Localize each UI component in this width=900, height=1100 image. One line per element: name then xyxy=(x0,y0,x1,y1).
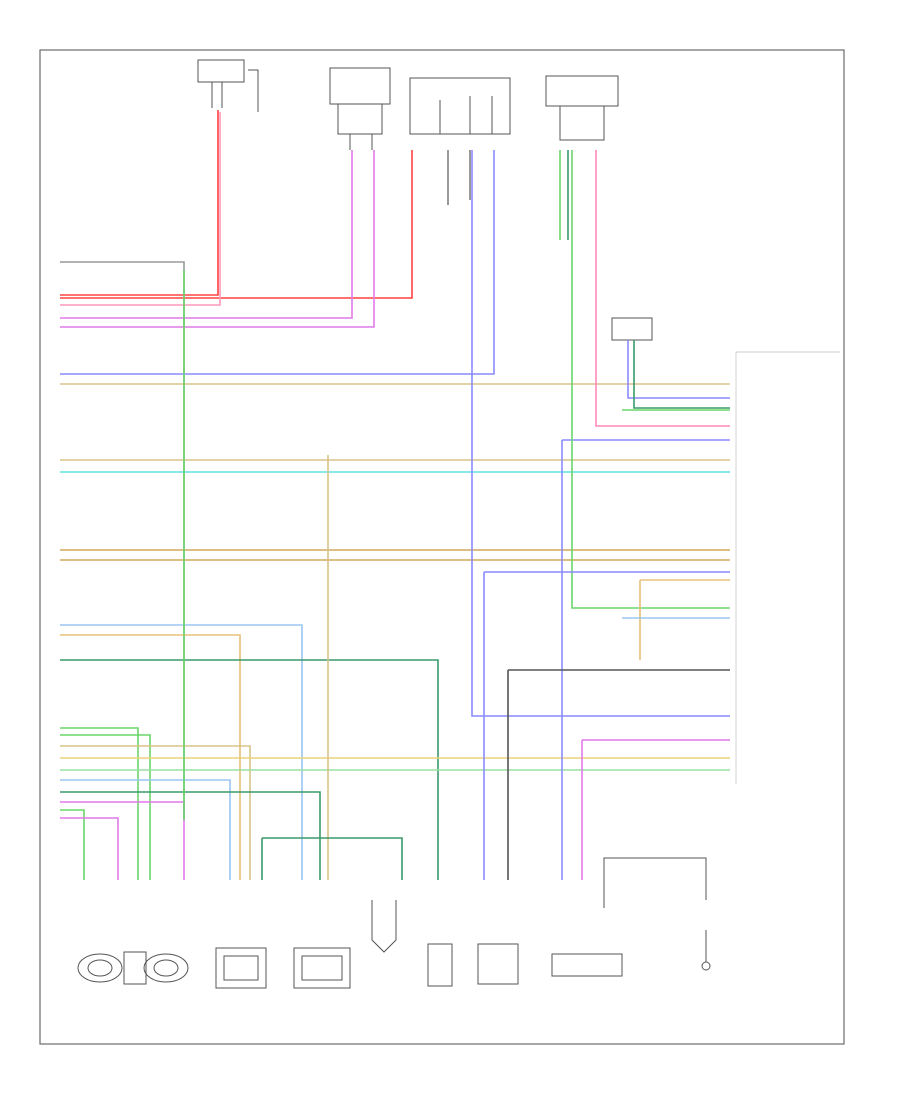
bottom-sensor-left-3 xyxy=(143,953,189,983)
bottom-component-7 xyxy=(427,943,453,987)
top-left-connector xyxy=(197,59,259,112)
bottom-sensor-left-2 xyxy=(123,951,147,985)
bottom-sensor-left-1 xyxy=(77,953,123,983)
diagram-frame xyxy=(39,49,845,1045)
wire-group-vertical xyxy=(183,150,730,880)
wire-group-horizontal xyxy=(60,110,730,880)
top-relay-component xyxy=(409,77,511,135)
bottom-component-5 xyxy=(293,947,351,989)
small-splice-connector xyxy=(611,317,653,341)
bottom-component-8 xyxy=(477,943,519,985)
module-connector-right xyxy=(735,351,840,784)
top-right-connector xyxy=(545,75,619,141)
bottom-component-4 xyxy=(215,947,267,989)
top-pin-stubs xyxy=(447,150,569,240)
bottom-component-9 xyxy=(551,857,707,977)
bottom-ground-component xyxy=(701,930,711,971)
bottom-component-6 xyxy=(371,900,397,953)
top-switch-component xyxy=(329,67,391,150)
